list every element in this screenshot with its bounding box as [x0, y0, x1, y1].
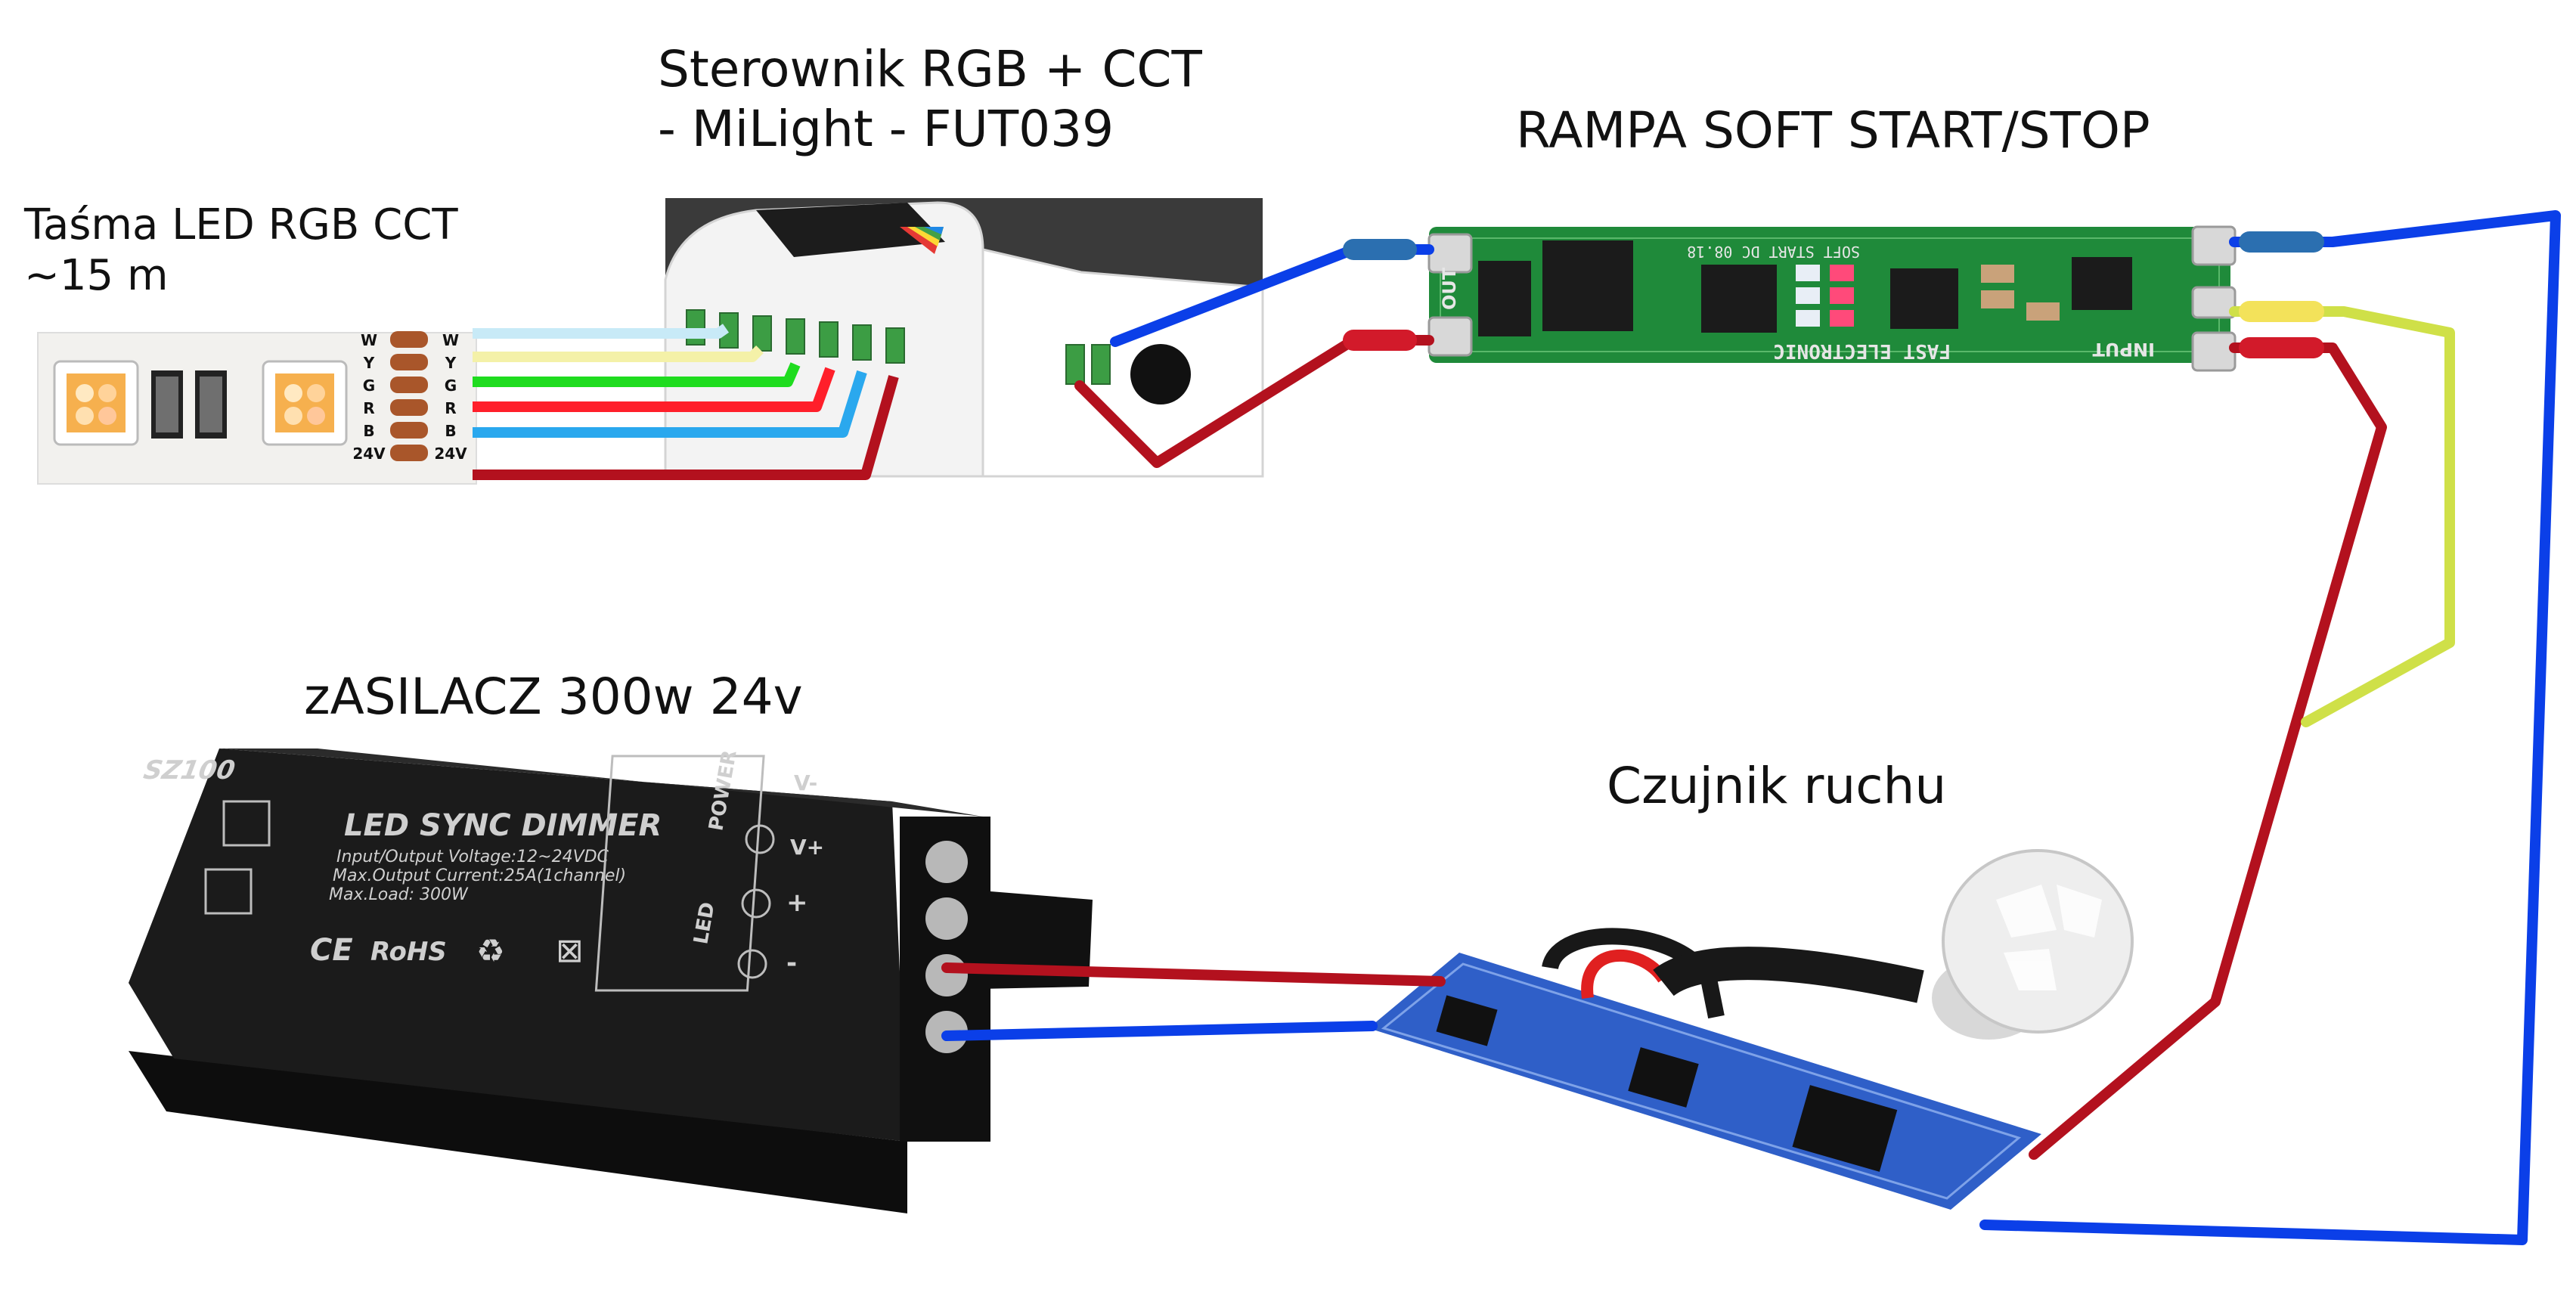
wire-24v [473, 375, 899, 480]
svg-text:W: W [361, 331, 377, 349]
rgb-cct-controller [664, 198, 1264, 478]
svg-text:24V: 24V [434, 445, 467, 463]
resistor [151, 370, 183, 439]
solder-pads [1427, 225, 2237, 372]
terminal-block [900, 817, 990, 1142]
wire-green [473, 362, 801, 387]
svg-text:G: G [363, 377, 375, 395]
svg-text:R: R [445, 399, 456, 417]
svg-text:⊠: ⊠ [556, 931, 584, 970]
motion-sensor-board [1369, 849, 2134, 1210]
svg-text:V-: V- [794, 770, 817, 795]
strip-label-line-2: ~15 m [24, 251, 169, 301]
rainbow-logo [900, 227, 944, 254]
ramp-label: RAMPA SOFT START/STOP [1516, 101, 2150, 160]
led-sync-dimmer: SZ100 LED SYNC DIMMER Input/Output Volta… [129, 748, 1093, 1213]
resistor [195, 370, 227, 439]
wire-blue-ramp-to-sensor [1979, 210, 2561, 1245]
svg-text:24V: 24V [352, 445, 386, 463]
soft-start-ramp-board: SOFT START DC 08.18 FAST ELECTRONIC INPU… [1427, 225, 2237, 372]
svg-text:-: - [786, 948, 797, 978]
led-strip: W Y G R B 24V W Y G R B 24V [37, 331, 477, 485]
wire-red-ramp-to-sensor [2029, 342, 2387, 1160]
rj45-ports [204, 800, 271, 915]
motion-sensor-label: Czujnik ruchu [1607, 757, 1947, 815]
power-supply-label: zASILACZ 300w 24v [304, 668, 803, 726]
copper-pads [390, 331, 428, 461]
pir-lens [1942, 849, 2134, 1034]
wire-light-blue [473, 370, 867, 438]
svg-text:Max.Output Current:25A(1channe: Max.Output Current:25A(1channel) [333, 866, 626, 885]
sensor-cable [1581, 949, 1669, 1000]
svg-text:R: R [363, 399, 374, 417]
ramp-silk-bottom: FAST ELECTRONIC [1773, 339, 1951, 362]
ramp-silk-top: SOFT START DC 08.18 [1687, 243, 1860, 261]
svg-text:SZ100: SZ100 [141, 755, 237, 786]
wire-blue-dimmer-to-sensor [941, 1021, 1378, 1041]
led-chip [262, 360, 348, 446]
pad-labels-left: W Y G R B 24V [352, 331, 386, 463]
wire-red [473, 367, 835, 412]
strip-label-line-1: Taśma LED RGB CCT [24, 200, 458, 249]
ramp-input-label: INPUT [2092, 339, 2155, 360]
screw-terminal [925, 841, 968, 883]
controller-label-line-1: Sterownik RGB + CCT [658, 40, 1202, 98]
svg-text:Y: Y [363, 354, 375, 372]
svg-text:V+: V+ [790, 835, 824, 860]
svg-text:B: B [445, 422, 456, 440]
led-chip [53, 360, 139, 446]
terminal-slots [686, 309, 1111, 385]
pir-facets [1996, 885, 2102, 990]
sensor-cable [1653, 947, 1924, 1003]
svg-text:♻: ♻ [476, 932, 505, 969]
strip-label: Taśma LED RGB CCT ~15 m [24, 200, 458, 301]
svg-text:CE: CE [310, 933, 353, 968]
svg-text:Y: Y [445, 354, 457, 372]
wire-white [473, 324, 730, 339]
svg-text:RoHS: RoHS [370, 937, 447, 967]
dimmer-texts: SZ100 LED SYNC DIMMER Input/Output Volta… [141, 755, 662, 970]
wire-yellow [473, 346, 764, 362]
svg-text:W: W [442, 331, 459, 349]
screw-terminal [925, 954, 968, 996]
svg-text:+: + [786, 888, 808, 918]
ramp-out-label: OUT [1439, 267, 1460, 310]
wire-sleeves [1343, 231, 2324, 358]
ramp-leds [1796, 265, 1854, 327]
svg-text:G: G [445, 377, 457, 395]
svg-text:Input/Output Voltage:12~24VDC: Input/Output Voltage:12~24VDC [336, 848, 609, 866]
controller-label-line-2: - MiLight - FUT039 [658, 100, 1114, 159]
screw-terminal [925, 897, 968, 940]
wire-red-dimmer-to-sensor [941, 962, 1446, 987]
svg-text:LED SYNC DIMMER: LED SYNC DIMMER [344, 808, 662, 843]
controller-label: Sterownik RGB + CCT - MiLight - FUT039 [658, 39, 1202, 159]
svg-text:Max.Load: 300W: Max.Load: 300W [329, 885, 469, 904]
strip-to-controller-wires [473, 324, 899, 480]
dc-jack [1130, 344, 1191, 404]
svg-text:B: B [363, 422, 374, 440]
pad-labels-right: W Y G R B 24V [434, 331, 467, 463]
